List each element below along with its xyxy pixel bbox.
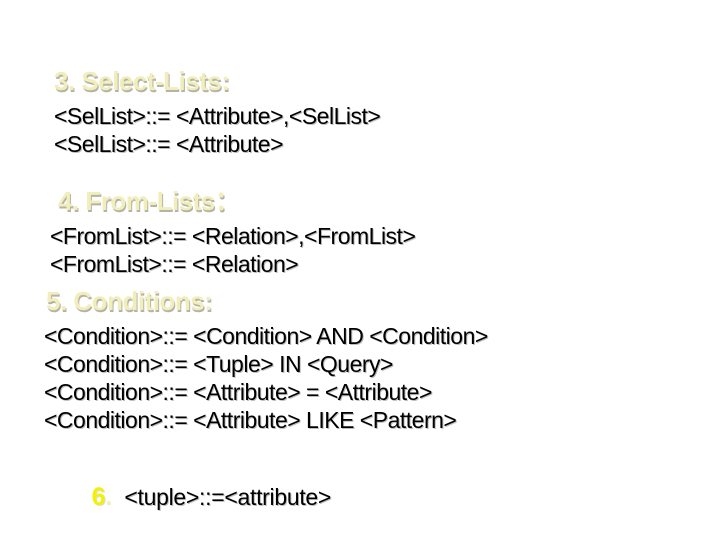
grammar-rule-fromlist-base: <FromList>::= <Relation> — [50, 251, 299, 277]
grammar-rule-sellist-recursive: <SelList>::= <Attribute>,<SelList> — [54, 103, 381, 129]
item-tuple-rule: 6. <tuple>::=<attribute> — [66, 452, 332, 540]
grammar-rule-fromlist-recursive: <FromList>::= <Relation>,<FromList> — [50, 223, 416, 249]
grammar-rule-sellist-base: <SelList>::= <Attribute> — [54, 131, 284, 157]
section-select-lists: 3. Select-Lists: <SelList>::= <Attribute… — [54, 64, 381, 158]
grammar-rule-condition-and: <Condition>::= <Condition> AND <Conditio… — [44, 323, 488, 349]
from-lists-heading: 4. From-Lists： — [58, 186, 241, 216]
grammar-rule-condition-like: <Condition>::= <Attribute> LIKE <Pattern… — [44, 407, 457, 433]
select-lists-heading: 3. Select-Lists: — [54, 66, 230, 96]
conditions-heading: 5. Conditions: — [46, 286, 213, 316]
section-conditions: 5. Conditions: <Condition>::= <Condition… — [44, 284, 488, 434]
grammar-rule-condition-equals: <Condition>::= <Attribute> = <Attribute> — [44, 379, 432, 405]
section-from-lists: 4. From-Lists： <FromList>::= <Relation>,… — [50, 184, 416, 278]
grammar-rule-tuple: <tuple>::=<attribute> — [124, 484, 332, 510]
grammar-rule-condition-in: <Condition>::= <Tuple> IN <Query> — [44, 351, 393, 377]
item-6-number: 6 — [91, 483, 106, 511]
item-6-dot: . — [105, 483, 113, 511]
